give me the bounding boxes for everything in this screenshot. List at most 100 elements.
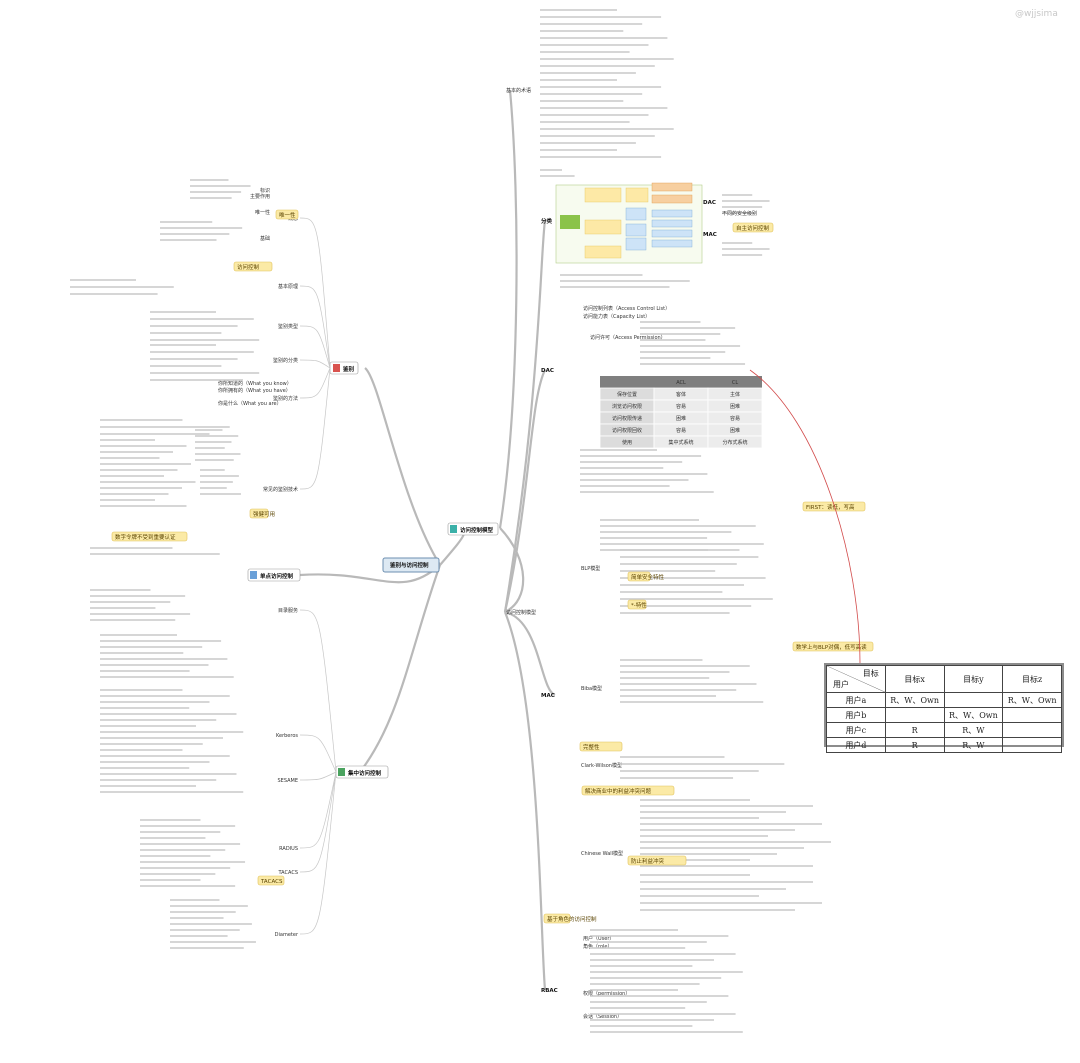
- chinese-wall-badge: 解决商业中的利益冲突问题: [585, 787, 652, 795]
- rbac-item: 会话（Session）: [583, 1013, 622, 1020]
- table-header-cell: [708, 376, 762, 388]
- biba-dual-badge-box[interactable]: [792, 641, 874, 652]
- matrix-row: 用户c R R、W: [826, 722, 1062, 738]
- centralized-detail-text: TACACS: [90, 589, 285, 949]
- matrix-row-user: 用户a: [826, 692, 886, 708]
- dac-note: 自主访问控制: [736, 224, 770, 232]
- matrix-row-user: 用户b: [826, 707, 886, 723]
- watermark: @wjjsima: [1015, 9, 1058, 19]
- table-cell: 集中式系统: [668, 439, 693, 446]
- mac-item: Biba模型: [581, 685, 602, 692]
- matrix-row: 用户b R、W、Own: [826, 707, 1062, 723]
- centralized-node: Diameter: [275, 932, 299, 938]
- table-cell: 困难: [730, 427, 740, 434]
- access-model-icon: [450, 525, 457, 533]
- matrix-corner-user: 用户: [833, 680, 849, 689]
- auth-icon: [333, 364, 340, 372]
- rbac-item: 权限（permission）: [583, 990, 630, 997]
- auth-concept: 基础: [260, 235, 270, 242]
- blp-rule-badge-box[interactable]: [802, 501, 866, 512]
- auth-node: 鉴别的方法: [273, 395, 298, 402]
- table-cell: 容易: [730, 415, 740, 422]
- center-node-box[interactable]: [382, 557, 440, 573]
- auth-detail-text: [70, 179, 260, 555]
- table-cell: 主体: [730, 391, 740, 398]
- dac-note-box[interactable]: [732, 222, 774, 233]
- access-category: RBAC: [541, 988, 558, 994]
- star-property-badge-box[interactable]: [627, 599, 647, 610]
- matrix-cell: [1002, 737, 1062, 753]
- table-cell: 困难: [676, 415, 686, 422]
- strong-available-badge-box[interactable]: [249, 508, 269, 519]
- table-cell: 客体: [676, 391, 686, 398]
- token-auth-badge-box[interactable]: [111, 531, 188, 542]
- branch-centralized-label: 集中访问控制: [347, 769, 382, 777]
- auth-concept: 唯一性: [255, 209, 270, 216]
- classification-diagram: DAC MAC: [555, 182, 717, 264]
- access-category: 分类: [541, 217, 553, 225]
- mac-item: Clark-Wilson模型: [581, 762, 622, 769]
- mac-highlights: FIRST：读低，写高简单安全特性*-特性数学上与BLP对偶，低写高读完整性解决…: [543, 501, 874, 924]
- access-control-badge-box[interactable]: [233, 261, 273, 272]
- access-category: DAC: [541, 368, 554, 374]
- dac-item: 访问能力表（Capacity List）: [583, 313, 650, 320]
- branch-single-sign-on[interactable]: [247, 568, 301, 582]
- rbac-item: 用户（User）: [583, 935, 614, 942]
- blp-rule-badge: FIRST：读低，写高: [806, 503, 855, 511]
- centralized-node: Kerberos: [276, 733, 298, 739]
- branch-access-model[interactable]: [447, 522, 499, 536]
- rbac-note-box[interactable]: [543, 913, 571, 924]
- table-cell: 访问权限回收: [612, 427, 642, 434]
- table-header: ACL: [676, 380, 686, 386]
- auth-node: 常见的鉴别技术: [263, 486, 298, 493]
- star-property-badge: *-特性: [631, 601, 647, 609]
- auth-methods: 你所知道的（What you know）你所拥有的（What you have）…: [218, 380, 292, 407]
- matrix-row: 用户d R R、W: [826, 737, 1062, 753]
- table-header-cell: [600, 376, 654, 388]
- integrity-badge-box[interactable]: [579, 741, 623, 752]
- matrix-cell: R、W: [943, 737, 1004, 753]
- matrix-col-header: 目标z: [1002, 665, 1062, 693]
- table-cell: 困难: [730, 403, 740, 410]
- tacacs-badge-box[interactable]: [257, 875, 285, 886]
- tacacs-badge: TACACS: [260, 879, 283, 885]
- auth-method: 你所知道的（What you know）: [218, 380, 292, 387]
- matrix-col-header: 目标y: [943, 665, 1004, 693]
- mac-label: MAC: [703, 232, 717, 238]
- sso-icon: [250, 571, 257, 579]
- access-control-badge: 访问控制: [237, 263, 260, 271]
- mac-item: Chinese Wall模型: [581, 850, 623, 857]
- auth-concept: 标识: [260, 187, 270, 194]
- right-note: 不同的安全级别: [722, 210, 757, 217]
- table-cell-bg: [707, 435, 763, 449]
- matrix-row: 用户a R、W、Own R、W、Own: [826, 692, 1062, 708]
- branch-sso-label: 单点访问控制: [260, 572, 294, 580]
- table-cell: 容易: [676, 403, 686, 410]
- auth-node: 鉴别的分类: [273, 357, 298, 364]
- matrix-row-user: 用户c: [826, 722, 886, 738]
- matrix-cell: [943, 692, 1004, 708]
- auth-subtree: 概念基本原理鉴别类型鉴别的分类鉴别的方法常见的鉴别技术: [263, 215, 331, 493]
- table-header: CL: [732, 380, 738, 386]
- access-model-node: 基本的术语: [506, 87, 531, 94]
- branch-auth-label: 鉴别: [342, 365, 355, 373]
- centralized-node: 目录服务: [278, 607, 298, 614]
- conflict-badge: 防止利益冲突: [631, 857, 665, 865]
- chinese-wall-badge-box[interactable]: [581, 785, 675, 796]
- matrix-cell: R、W、Own: [884, 692, 945, 708]
- simple-security-badge-box[interactable]: [627, 571, 651, 582]
- centralized-node: RADIUS: [279, 846, 298, 852]
- uniqueness-badge-box[interactable]: [275, 209, 299, 220]
- matrix-cell: [884, 707, 945, 723]
- matrix-cell: R: [884, 722, 945, 738]
- auth-method: 你是什么（What you are）: [218, 400, 282, 407]
- dac-item: 访问控制列表（Access Control List）: [583, 305, 670, 312]
- conflict-badge-box[interactable]: [627, 855, 687, 866]
- rbac-item: 角色（role）: [583, 943, 612, 950]
